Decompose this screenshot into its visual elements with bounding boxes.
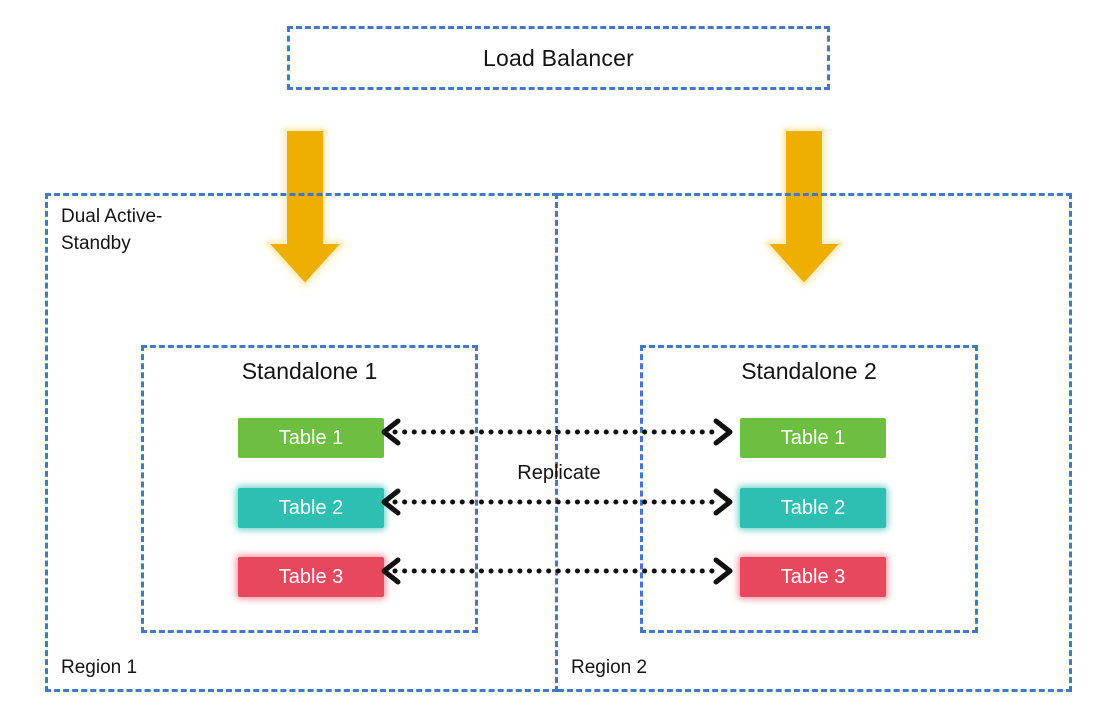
replicate-arrow-icon <box>381 488 733 516</box>
table-1-chip: Table 1 <box>740 418 886 458</box>
down-arrow-shape <box>764 129 844 286</box>
table-1-chip: Table 1 <box>238 418 384 458</box>
mode-label: Dual Active-Standby <box>61 206 163 254</box>
region-2-label: Region 2 <box>571 657 648 678</box>
table-2-chip: Table 2 <box>740 488 886 528</box>
table-3-chip: Table 3 <box>740 557 886 597</box>
replicate-arrow-icon <box>381 557 733 585</box>
table-2-chip: Table 2 <box>238 488 384 528</box>
standalone-1-box: Standalone 1 Table 1 Table 2 Table 3 <box>141 345 478 633</box>
region-2-box: Region 2 Standalone 2 Table 1 Table 2 Ta… <box>558 193 1072 692</box>
load-balancer-label: Load Balancer <box>483 44 634 71</box>
replicate-label: Replicate <box>517 462 601 484</box>
standalone-2-title: Standalone 2 <box>741 358 877 384</box>
replicate-arrows-overlay <box>381 418 733 585</box>
down-arrow-icon <box>265 129 345 286</box>
down-arrow-shape <box>265 129 345 286</box>
standalone-1-title: Standalone 1 <box>241 358 378 384</box>
replicate-arrow-icon <box>381 418 733 446</box>
standalone-2-box: Standalone 2 Table 1 Table 2 Table 3 <box>640 345 978 633</box>
load-balancer-box: Load Balancer <box>287 26 830 90</box>
down-arrow-icon <box>764 129 844 286</box>
table-3-chip: Table 3 <box>238 557 384 597</box>
region-1-label: Region 1 <box>61 657 138 678</box>
region-1-box: Dual Active-Standby Region 1 Standalone … <box>45 193 558 692</box>
